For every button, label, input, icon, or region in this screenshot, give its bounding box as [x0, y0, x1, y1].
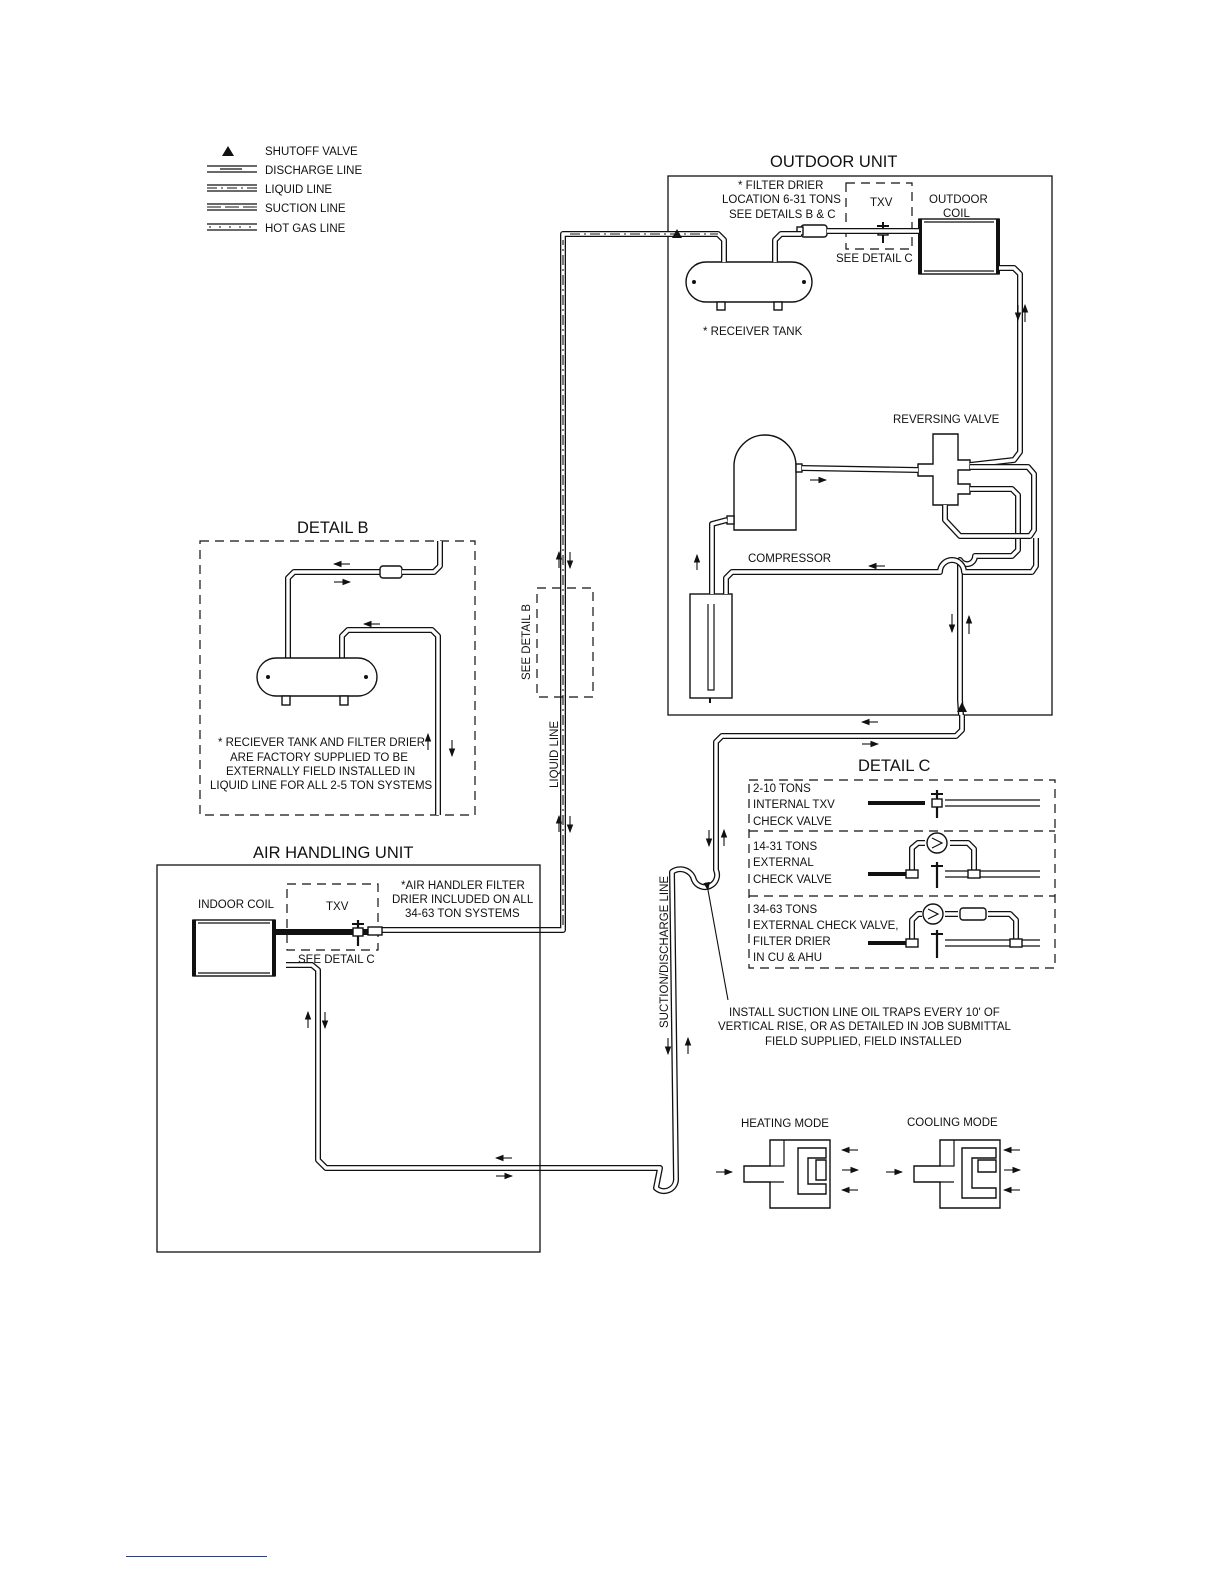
air-handler-filter-note-3: 34-63 TON SYSTEMS: [405, 908, 520, 920]
filter-note-line-1: * FILTER DRIER: [738, 180, 823, 192]
detail-c-row3-diagram: [868, 903, 1040, 958]
air-handling-unit: AIR HANDLING UNIT INDOOR COIL TXV SEE DE…: [156, 844, 541, 1253]
detail-b: DETAIL B * RECIEVER TANK AND FILTER DRIE…: [199, 519, 476, 816]
filter-note-line-2: LOCATION 6-31 TONS: [722, 194, 841, 206]
detail-c-row3-line3: FILTER DRIER: [753, 936, 831, 948]
detail-c-row2-diagram: [868, 832, 1040, 888]
outdoor-coil-label-2: COIL: [943, 208, 970, 220]
detail-c-row1-line2: INTERNAL TXV: [753, 799, 835, 811]
oil-trap-note-1: INSTALL SUCTION LINE OIL TRAPS EVERY 10'…: [729, 1007, 1000, 1019]
suction-discharge-line-label: SUCTION/DISCHARGE LINE: [659, 876, 671, 1028]
outdoor-txv-detail-box: [845, 182, 913, 250]
filter-note-line-3: SEE DETAILS B & C: [729, 209, 836, 221]
legend: SHUTOFF VALVE DISCHARGE LINE LIQUID LINE…: [207, 146, 362, 235]
oil-trap-note-3: FIELD SUPPLIED, FIELD INSTALLED: [765, 1036, 962, 1048]
detail-c-border: [748, 779, 1056, 969]
air-handler-filter-note-1: *AIR HANDLER FILTER: [401, 880, 525, 892]
heating-mode-diagram: HEATING MODE: [716, 1118, 860, 1209]
outdoor-coil: [918, 218, 1000, 275]
detail-b-filter-drier: [379, 565, 403, 579]
detail-c-row2-line3: CHECK VALVE: [753, 874, 832, 886]
outdoor-filter-drier: [796, 224, 828, 238]
check-valve-icon: [922, 903, 944, 925]
detail-b-title: DETAIL B: [297, 519, 369, 537]
outdoor-unit-title: OUTDOOR UNIT: [770, 153, 897, 171]
detail-c-row1-diagram: [868, 790, 1040, 818]
detail-c-row3-line1: 34-63 TONS: [753, 904, 817, 916]
oil-trap-note-2: VERTICAL RISE, OR AS DETAILED IN JOB SUB…: [718, 1021, 1011, 1033]
triangle-icon: [222, 146, 234, 156]
indoor-coil: [192, 919, 276, 977]
legend-shutoff-valve: SHUTOFF VALVE: [265, 146, 358, 158]
detail-c-row3-line2: EXTERNAL CHECK VALVE,: [753, 920, 899, 932]
detail-b-note-2: ARE FACTORY SUPPLIED TO BE: [230, 752, 408, 764]
detail-c-row1-line1: 2-10 TONS: [753, 783, 811, 795]
footnote-separator: [126, 1556, 267, 1557]
cooling-mode-label: COOLING MODE: [907, 1117, 998, 1129]
check-valve-icon: [926, 832, 948, 854]
air-handler-txv-valve: [352, 920, 383, 946]
air-handler-title: AIR HANDLING UNIT: [253, 844, 413, 862]
air-handler-txv-detail-box: [286, 883, 379, 951]
suction-discharge-pipe: [286, 715, 965, 1195]
indoor-coil-label: INDOOR COIL: [198, 899, 275, 911]
detail-b-receiver-tank: [256, 657, 378, 706]
outdoor-unit-border: [667, 175, 1053, 716]
hot-gas-line-icon: [207, 223, 257, 231]
legend-discharge-line: DISCHARGE LINE: [265, 165, 362, 177]
liquid-line-pipe: [382, 228, 919, 933]
outdoor-coil-label-1: OUTDOOR: [929, 194, 988, 206]
liquid-line-icon: [207, 184, 257, 192]
detail-c-title: DETAIL C: [858, 757, 931, 775]
liquid-shutoff-valve: [672, 229, 682, 238]
air-handler-see-detail-c: SEE DETAIL C: [298, 954, 375, 966]
legend-hot-gas-line: HOT GAS LINE: [265, 223, 346, 235]
see-detail-b-label: SEE DETAIL B: [521, 604, 533, 680]
discharge-line-icon: [207, 165, 257, 173]
outdoor-coil-to-reversing-pipe: [969, 265, 1023, 468]
detail-b-border: [199, 540, 476, 816]
liquid-line-label: LIQUID LINE: [549, 721, 561, 788]
detail-c: DETAIL C 2-10 TONS INTERNAL TXV CHECK VA…: [748, 757, 1056, 969]
flow-arrows: [304, 303, 1029, 1180]
receiver-tank-label: * RECEIVER TANK: [703, 326, 803, 338]
reversing-valve-label: REVERSING VALVE: [893, 414, 1000, 426]
suction-line-icon: [207, 203, 257, 211]
oil-trap-pointer: [703, 881, 729, 1001]
accumulator: [689, 593, 733, 703]
cooling-mode-diagram: COOLING MODE: [886, 1117, 1022, 1209]
compressor-discharge-pipe: [801, 465, 919, 473]
detail-c-row2-line1: 14-31 TONS: [753, 841, 817, 853]
legend-suction-line: SUCTION LINE: [265, 203, 346, 215]
heating-mode-label: HEATING MODE: [741, 1118, 829, 1130]
air-handler-border: [156, 864, 541, 1253]
outdoor-txv-label: TXV: [870, 197, 893, 209]
detail-b-note-1: * RECIEVER TANK AND FILTER DRIER: [218, 737, 425, 749]
detail-c-row2-line2: EXTERNAL: [753, 857, 814, 869]
detail-c-row3-line4: IN CU & AHU: [753, 952, 822, 964]
compressor: [726, 434, 803, 531]
air-handler-filter-note-2: DRIER INCLUDED ON ALL: [392, 894, 534, 906]
compressor-label: COMPRESSOR: [748, 553, 831, 565]
see-detail-b-box: [536, 587, 594, 698]
reversing-valve: [917, 433, 971, 506]
legend-liquid-line: LIQUID LINE: [265, 184, 332, 196]
detail-c-row1-line3: CHECK VALVE: [753, 816, 832, 828]
outdoor-see-detail-c: SEE DETAIL C: [836, 253, 913, 265]
reversing-to-suction-pipes: [709, 464, 1039, 716]
outdoor-unit: OUTDOOR UNIT * FILTER DRIER LOCATION 6-3…: [667, 153, 1053, 716]
detail-b-note-3: EXTERNALLY FIELD INSTALLED IN: [226, 766, 415, 778]
receiver-tank: [685, 261, 813, 311]
detail-b-note-4: LIQUID LINE FOR ALL 2-5 TON SYSTEMS: [210, 780, 433, 792]
suction-shutoff-valve: [957, 702, 967, 712]
air-handler-txv-label: TXV: [326, 901, 349, 913]
filter-drier-icon: [959, 907, 987, 921]
